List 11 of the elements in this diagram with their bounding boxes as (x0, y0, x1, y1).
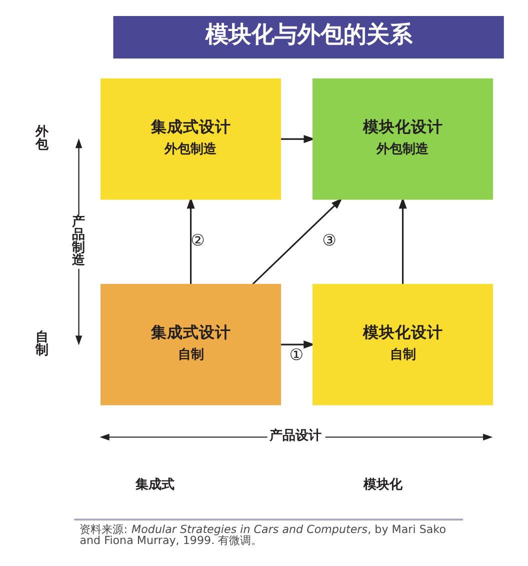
label: 产品制造 (71, 214, 84, 268)
caption: 资料来源: Modular Strategies in Cars and Computers, by Mari Sako and Fiona Murray, 1999. 有微调。 (79, 523, 446, 548)
edge-label: ③ (322, 230, 336, 250)
label: 产品设计 (268, 428, 321, 444)
edge-label: ② (190, 230, 204, 250)
diagram-title: 模块化与外包的关系 (204, 22, 412, 48)
edge-label: ① (288, 344, 303, 364)
label: 自制 (35, 330, 48, 358)
label: 外包 (35, 124, 48, 152)
label: 集成式 (135, 478, 174, 493)
label: 模块化 (362, 478, 402, 493)
